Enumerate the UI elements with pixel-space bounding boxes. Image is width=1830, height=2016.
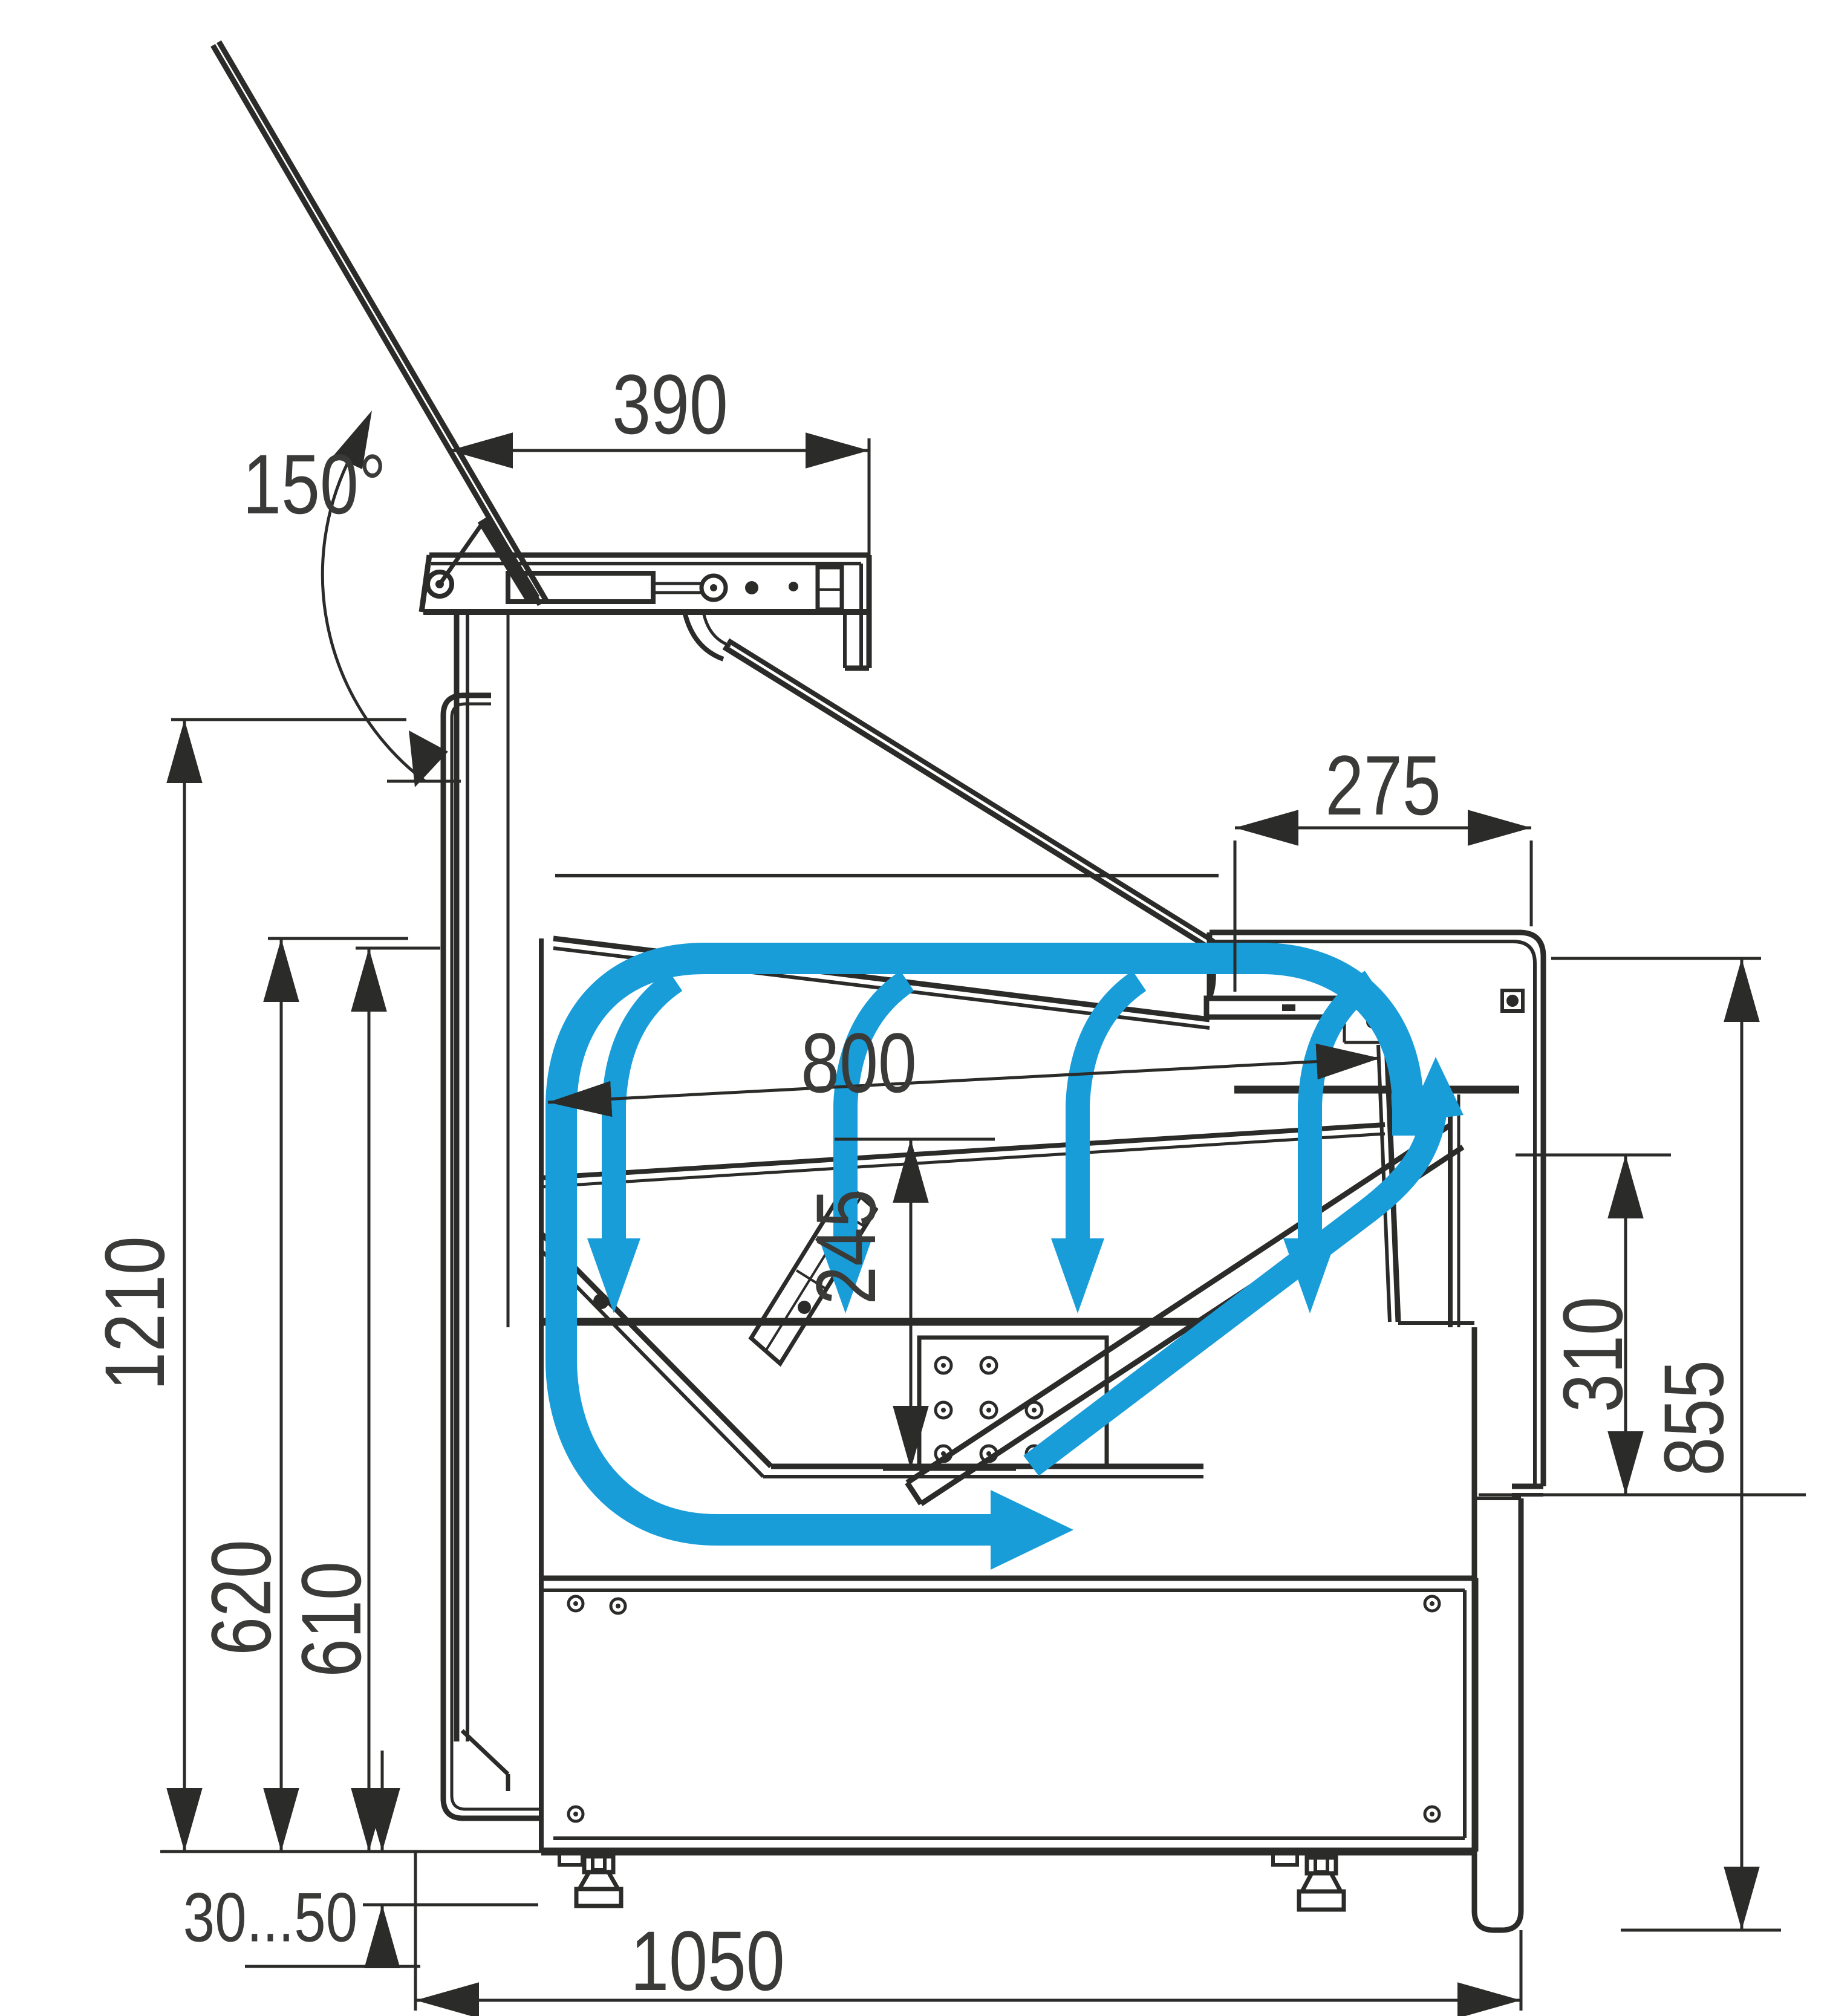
dim-855-label: 855 <box>1647 1360 1741 1476</box>
display-deck <box>541 1122 1386 1180</box>
airflow-duct-arrow <box>1023 1108 1447 1476</box>
adjustable-foot-left <box>558 1850 624 1908</box>
adjustable-foot-right <box>1271 1850 1346 1912</box>
open-lid <box>210 40 549 606</box>
dim-245: 245 <box>799 1137 1016 1471</box>
fan-plate-screws <box>934 1356 1044 1463</box>
dim-610-label: 610 <box>284 1561 379 1677</box>
dim-30-50-label: 30...50 <box>183 1879 357 1956</box>
dim-855: 855 <box>1551 957 1781 1932</box>
front-panel <box>1471 1327 1524 1933</box>
airflow-main-loop <box>545 943 1424 1546</box>
dim-150deg: 150° <box>243 411 461 787</box>
dim-1050: 1050 <box>414 1852 1523 2016</box>
lid-hinge-bracket <box>477 515 540 604</box>
gas-spring <box>506 565 844 612</box>
dim-390: 390 <box>449 357 871 555</box>
dim-610: 610 <box>284 946 440 1852</box>
dim-1210: 1210 <box>88 718 406 1852</box>
back-panel <box>440 692 541 1821</box>
dim-1050-label: 1050 <box>630 1914 784 2008</box>
dim-310: 310 <box>1479 1153 1806 1497</box>
dim-800: 800 <box>547 1016 1381 1117</box>
airflow-down-arrows <box>587 971 1379 1313</box>
base-cabinet <box>541 1575 1479 1856</box>
dim-275-label: 275 <box>1325 738 1441 833</box>
dim-150-label: 150° <box>243 437 386 532</box>
dim-1210-label: 1210 <box>88 1236 182 1390</box>
dim-620-label: 620 <box>194 1540 288 1656</box>
dim-800-label: 800 <box>801 1016 917 1110</box>
dim-245-label: 245 <box>799 1189 893 1305</box>
air-duct <box>905 1123 1451 1485</box>
dim-390-label: 390 <box>612 357 728 452</box>
base-screws <box>567 1595 1441 1823</box>
airflow-duct-arrowhead <box>1407 1057 1464 1122</box>
dim-275: 275 <box>1233 738 1533 992</box>
dim-620: 620 <box>194 937 408 1852</box>
glass-bracket <box>682 611 725 662</box>
back-wall <box>440 612 544 1852</box>
airflow-main-arrowhead <box>991 1490 1073 1570</box>
dim-310-label: 310 <box>1546 1296 1640 1413</box>
canopy <box>418 552 872 671</box>
dim-30-50: 30...50 <box>183 1751 420 1968</box>
